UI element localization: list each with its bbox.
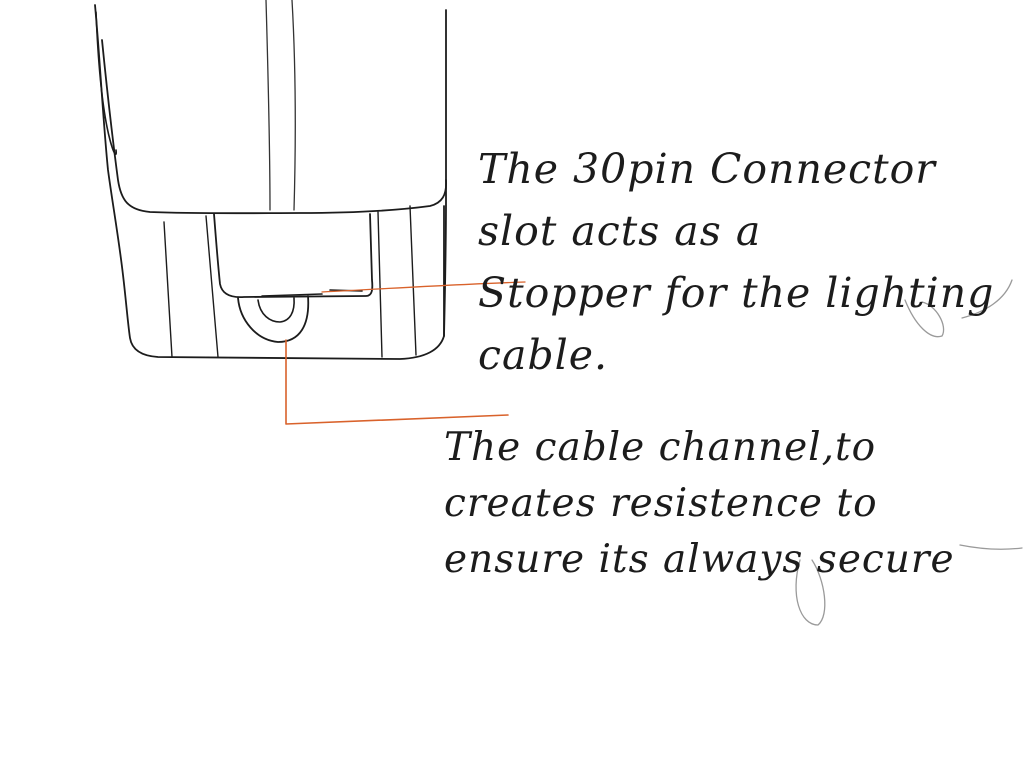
annotation-line: Stopper for the lighting: [478, 262, 1013, 324]
annotation-line: slot acts as a: [478, 200, 1013, 262]
annotation-line: cable.: [478, 324, 1013, 386]
connector-slot: [214, 214, 372, 297]
dock-panel-lines: [164, 206, 416, 357]
annotation-channel: The cable channel,to creates resistence …: [444, 420, 1014, 588]
annotation-line: The cable channel,to: [444, 420, 1014, 476]
leader-line-channel: [286, 340, 508, 424]
annotation-line: The 30pin Connector: [478, 138, 1013, 200]
annotation-stopper: The 30pin Connector slot acts as a Stopp…: [478, 138, 1013, 386]
annotation-line: creates resistence to: [444, 476, 1014, 532]
device-body-outline: [102, 0, 446, 213]
cable-channel: [238, 296, 308, 342]
annotation-line: ensure its always secure: [444, 532, 1014, 588]
